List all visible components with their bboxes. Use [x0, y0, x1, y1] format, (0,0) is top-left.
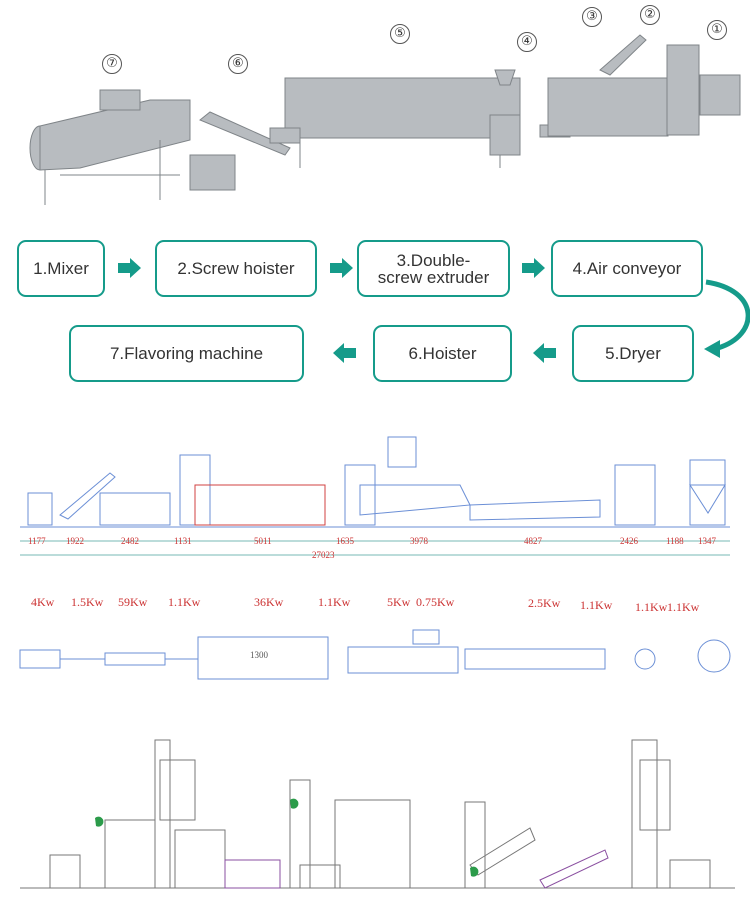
dim-2: 1922 [66, 536, 84, 546]
dim-7: 3978 [410, 536, 428, 546]
power-4: 1.1Kw [168, 595, 201, 609]
power-6: 1.1Kw [318, 595, 351, 609]
flow-step-air-conveyor: 4.Air conveyor [551, 240, 703, 297]
power-11: 1.1Kw [635, 600, 668, 614]
arrow-right-icon [330, 258, 353, 278]
plan-view-drawing: 1300 [0, 625, 750, 700]
curved-arrow-icon [705, 279, 750, 351]
power-3: 59Kw [118, 595, 148, 609]
perspective-lines [20, 739, 735, 889]
power-9: 2.5Kw [528, 596, 561, 610]
flow-step-screw-hoister: 2.Screw hoister [155, 240, 317, 297]
dim-1: 1177 [28, 536, 46, 546]
dim-8: 4827 [524, 536, 542, 546]
arrow-right-icon [522, 258, 545, 278]
flow-step-mixer: 1.Mixer [17, 240, 105, 297]
side-elevation-drawing: 1177 1922 2482 1131 5011 1635 3978 4827 … [0, 425, 750, 580]
dim-4: 1131 [174, 536, 192, 546]
power-1: 4Kw [31, 595, 55, 609]
machine-number-7: ⑦ [102, 54, 122, 74]
power-12: 1.1Kw [667, 600, 700, 614]
power-8: 0.75Kw [416, 595, 455, 609]
flow-step-extruder: 3.Double- screw extruder [357, 240, 510, 297]
dim-6: 1635 [336, 536, 354, 546]
machine-number-2: ② [640, 5, 660, 25]
machine-number-4: ④ [517, 32, 537, 52]
machine-number-6: ⑥ [228, 54, 248, 74]
flow-step-dryer: 5.Dryer [572, 325, 694, 382]
dim-5: 5011 [254, 536, 272, 546]
width-dimension: 1300 [250, 650, 268, 660]
dim-9: 2426 [620, 536, 638, 546]
power-10: 1.1Kw [580, 598, 613, 612]
total-length: 27023 [312, 550, 335, 560]
machine-number-3: ③ [582, 7, 602, 27]
power-5: 36Kw [254, 595, 284, 609]
machine-photo-illustration [29, 34, 741, 205]
machine-number-5: ⑤ [390, 24, 410, 44]
perspective-drawing [0, 720, 750, 894]
power-7: 5Kw [387, 595, 411, 609]
arrow-right-icon [118, 258, 141, 278]
arrow-left-icon [533, 343, 556, 363]
flow-arrows [118, 258, 750, 363]
plan-view-lines [19, 629, 731, 680]
machine-photo: ① ② ③ ④ ⑤ ⑥ ⑦ [0, 0, 750, 215]
dim-3: 2482 [121, 536, 139, 546]
flow-step-flavoring-machine: 7.Flavoring machine [69, 325, 304, 382]
dim-11: 1347 [698, 536, 716, 546]
power-2: 1.5Kw [71, 595, 104, 609]
arrow-left-icon [333, 343, 356, 363]
dim-10: 1188 [666, 536, 684, 546]
elevation-lines [20, 436, 730, 556]
flow-step-hoister: 6.Hoister [373, 325, 512, 382]
machine-number-1: ① [707, 20, 727, 40]
